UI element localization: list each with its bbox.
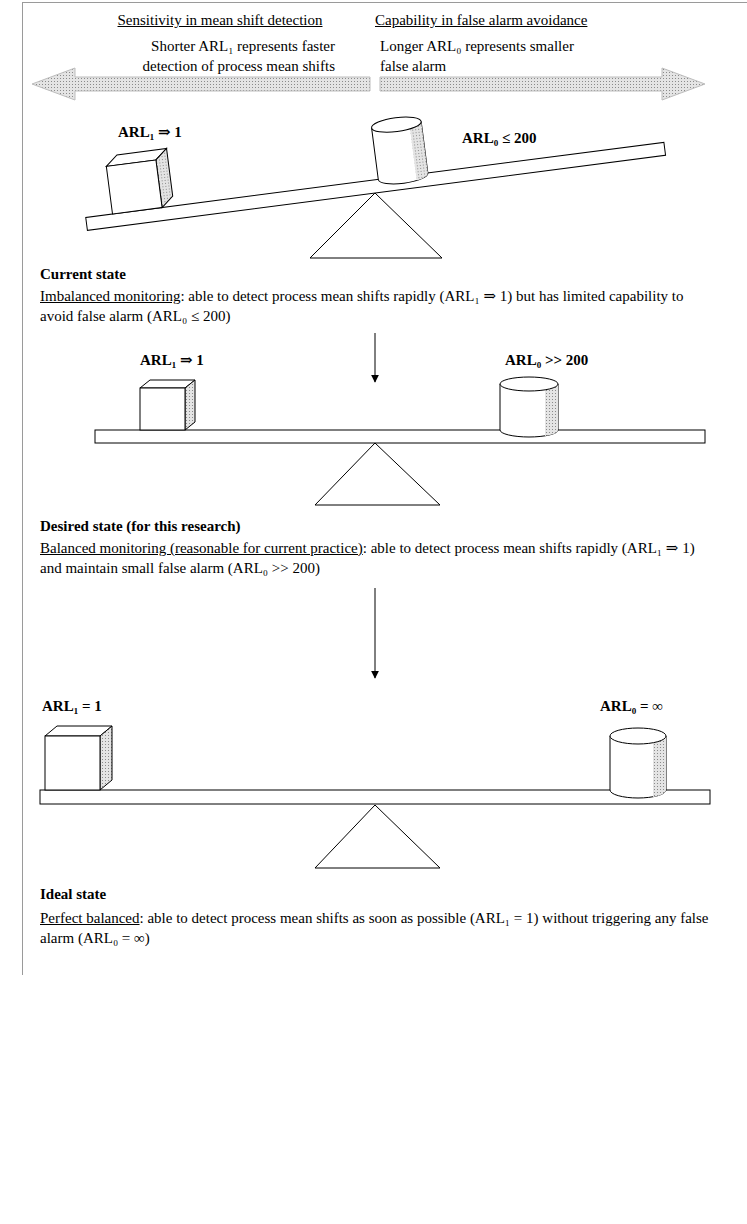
cube-side [100, 726, 112, 790]
weight-label: ARL₀ >> 200 [505, 350, 645, 370]
cylinder-shade [545, 384, 558, 436]
frame-line [22, 2, 23, 975]
weight-label: ARL₁ ⇒ 1 [140, 350, 260, 370]
down-arrow [375, 588, 376, 678]
weight-label: ARL₀ = ∞ [600, 696, 720, 716]
label-text: Shorter ARL₁ represents faster detection… [143, 38, 335, 74]
state-description: Imbalanced monitoring: able to detect pr… [40, 286, 720, 326]
direction-arrows [32, 68, 705, 100]
column-heading: Sensitivity in mean shift detection [95, 10, 345, 30]
state-description: Balanced monitoring (reasonable for curr… [40, 538, 720, 578]
state-heading: Current state [40, 264, 340, 284]
cylinder-top [371, 115, 422, 135]
frame-line [22, 2, 747, 3]
label-text: Sensitivity in mean shift detection [118, 12, 323, 28]
cylinder-shade [653, 736, 666, 797]
label-text: ARL₁ ⇒ 1 [140, 352, 204, 368]
label-text: : able to detect process mean shifts as … [40, 910, 709, 946]
cube-front [106, 160, 162, 214]
label-text: Balanced monitoring (reasonable for curr… [40, 540, 363, 556]
cylinder-body [610, 736, 666, 798]
cylinder-top [500, 377, 558, 391]
weight-label: ARL₀ ≤ 200 [462, 128, 592, 148]
cylinder [371, 115, 429, 187]
column-note: Shorter ARL₁ represents faster detection… [100, 36, 335, 76]
state-heading: Ideal state [40, 884, 340, 904]
seesaw-desired [95, 377, 705, 505]
fulcrum [310, 193, 442, 258]
label-text: ARL₁ ⇒ 1 [118, 124, 182, 140]
fulcrum [315, 805, 440, 868]
label-text: Longer ARL₀ represents smaller false ala… [380, 38, 574, 74]
label-text: Imbalanced monitoring [40, 288, 180, 304]
label-text: Capability in false alarm avoidance [375, 12, 587, 28]
cube-front [45, 736, 100, 790]
frame [22, 2, 747, 975]
cylinder-shade [409, 121, 428, 180]
board [40, 790, 710, 804]
cylinder-top [610, 728, 666, 744]
label-text: Ideal state [40, 886, 106, 902]
cube-front [140, 388, 185, 430]
board [95, 430, 705, 443]
seesaw-ideal [40, 726, 710, 868]
state-description: Perfect balanced: able to detect process… [40, 908, 720, 948]
label-text: ARL₀ ≤ 200 [462, 130, 536, 146]
label-text: ARL₁ = 1 [42, 698, 102, 714]
column-heading: Capability in false alarm avoidance [375, 10, 615, 30]
cube-side [185, 380, 195, 430]
fulcrum [315, 443, 440, 505]
weight-label: ARL₁ ⇒ 1 [118, 122, 238, 142]
column-note: Longer ARL₀ represents smaller false ala… [380, 36, 605, 76]
label-text: ARL₀ = ∞ [600, 698, 663, 714]
down-arrow [375, 333, 376, 382]
label-text: Perfect balanced [40, 910, 140, 926]
cube [105, 148, 174, 214]
label-text: ARL₀ >> 200 [505, 352, 588, 368]
cylinder-body [500, 384, 558, 437]
label-text: Current state [40, 266, 126, 282]
weight-label: ARL₁ = 1 [42, 696, 162, 716]
label-text: Desired state (for this research) [40, 518, 241, 534]
state-heading: Desired state (for this research) [40, 516, 440, 536]
seesaw-current [78, 84, 665, 258]
